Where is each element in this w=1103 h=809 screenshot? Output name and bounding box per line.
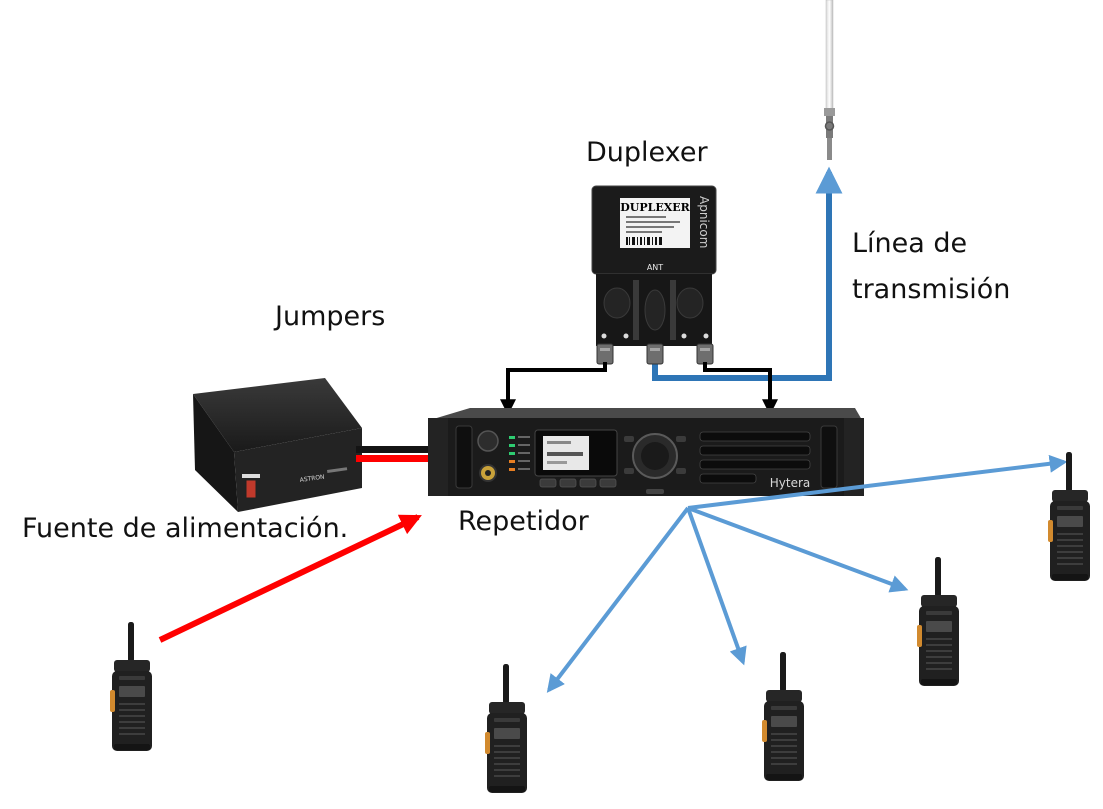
transmission-line-label-2: transmisión (852, 274, 1010, 305)
repeater-icon: Hytera (428, 408, 864, 496)
transmission-line (652, 166, 843, 381)
transmission-line-label-1: Línea de (852, 228, 967, 259)
duplexer-icon: DUPLEXER Apnicom ANT (591, 185, 717, 365)
power-cable-red (356, 455, 436, 462)
radio-icon (762, 652, 804, 781)
transmit-arrow-3 (687, 506, 909, 593)
psu-brand-text: ASTRON (299, 474, 325, 484)
transmit-arrows (546, 454, 1068, 693)
repeater-brand-text: Hytera (770, 476, 811, 490)
duplexer-plate-text: DUPLEXER (620, 201, 690, 214)
transmit-arrow-1 (546, 506, 690, 693)
power-supply-icon: ASTRON (193, 378, 362, 512)
transmit-arrow-2 (686, 507, 747, 666)
radio-icon (1048, 452, 1090, 581)
jumper-rx (703, 362, 778, 416)
repeater-label: Repetidor (458, 506, 590, 537)
receive-arrow (158, 514, 422, 643)
power-cable-black (356, 446, 436, 453)
transmit-arrow-4 (687, 454, 1068, 510)
duplexer-ant-text: ANT (647, 263, 663, 272)
radio-icon (485, 664, 527, 793)
antenna-icon (824, 0, 835, 160)
jumpers-label: Jumpers (273, 301, 385, 332)
duplexer-brand-text: Apnicom (697, 196, 711, 248)
duplexer-label: Duplexer (586, 137, 708, 168)
jumper-tx (500, 362, 607, 416)
radio-icon (917, 557, 959, 686)
radio-icon (110, 622, 152, 751)
power-supply-label: Fuente de alimentación. (22, 513, 348, 544)
